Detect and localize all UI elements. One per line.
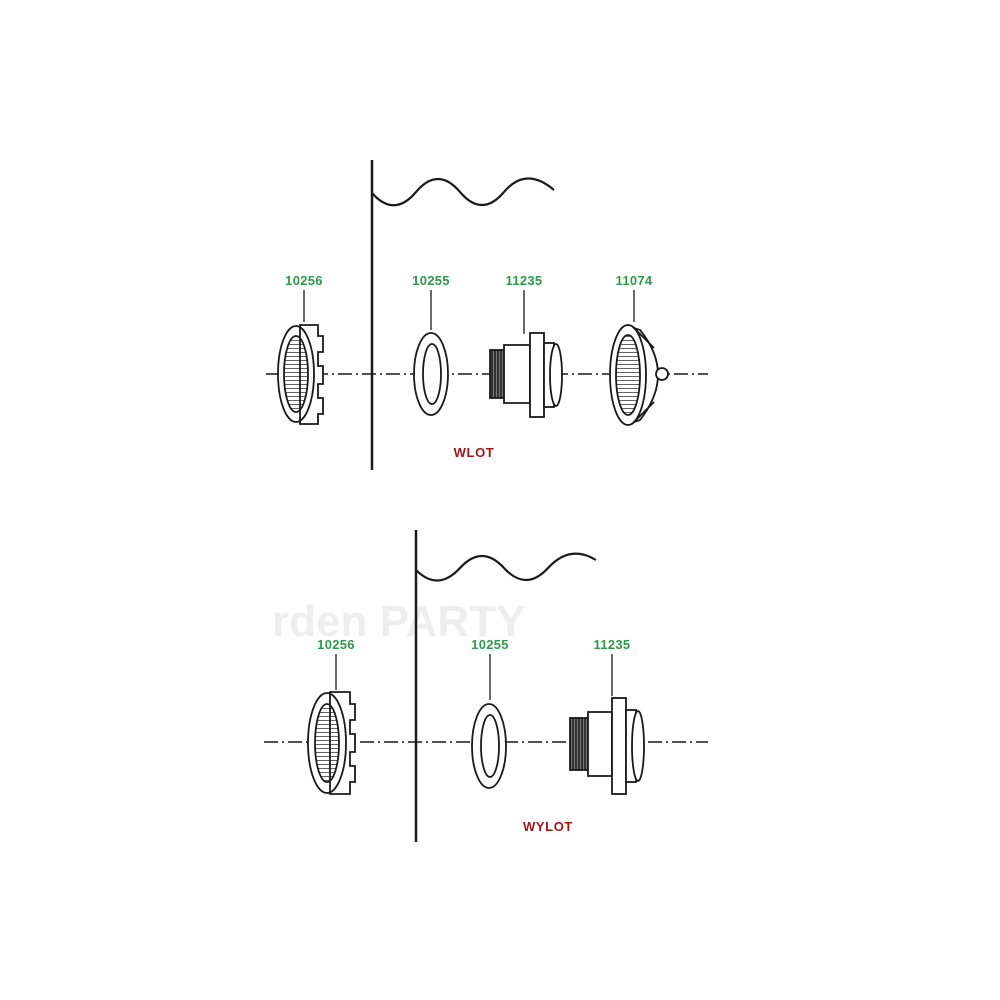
nozzle-part — [609, 324, 669, 426]
section-inlet: 10256 10255 11235 11074 — [266, 160, 708, 470]
section-outlet: 10256 10255 11235 WYLOT — [264, 530, 708, 842]
part-label: 11235 — [594, 637, 631, 652]
nut-part — [277, 324, 324, 425]
part-label: 10256 — [317, 637, 355, 652]
fitting-part — [489, 332, 563, 418]
watermark: rden PARTY — [272, 597, 525, 646]
gasket-part — [413, 332, 449, 416]
gasket-part — [471, 703, 507, 789]
part-label: 11074 — [616, 273, 653, 288]
nut-part — [307, 691, 356, 795]
part-label: 10256 — [285, 273, 323, 288]
water-surface — [371, 177, 555, 207]
section-title: WYLOT — [523, 819, 573, 834]
fitting-part — [569, 697, 645, 795]
water-surface — [415, 552, 597, 582]
section-title: WLOT — [454, 445, 495, 460]
part-label: 11235 — [506, 273, 543, 288]
part-label: 10255 — [412, 273, 450, 288]
part-label: 10255 — [471, 637, 509, 652]
